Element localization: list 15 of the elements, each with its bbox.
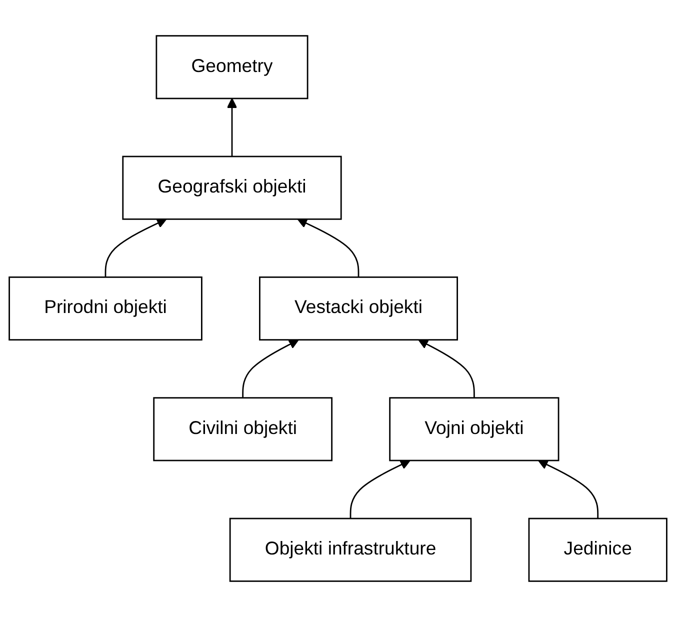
- arrow: [242, 339, 299, 398]
- arrow: [104, 218, 167, 278]
- arrow: [418, 339, 475, 398]
- arrow: [226, 98, 238, 156]
- node-box: Civilni objekti: [153, 397, 332, 462]
- node-box: Objekti infrastrukture: [229, 518, 472, 582]
- node-box: Jedinice: [528, 518, 668, 582]
- node-box: Geografski objekti: [122, 156, 342, 220]
- node-box: Geometry: [156, 35, 308, 100]
- arrow: [538, 460, 599, 519]
- node-box: Vestacki objekti: [259, 276, 458, 341]
- node-box: Vojni objekti: [389, 397, 560, 462]
- node-box: Prirodni objekti: [8, 276, 202, 341]
- arrow: [297, 218, 360, 278]
- arrow: [350, 460, 410, 519]
